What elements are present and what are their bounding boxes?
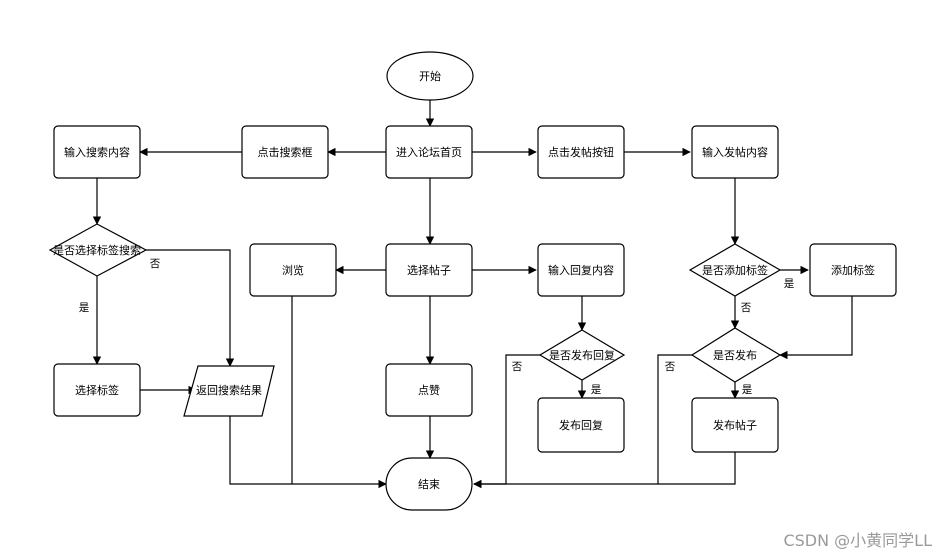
- node-input-post-label: 输入发帖内容: [702, 145, 768, 159]
- node-add-tag-label: 添加标签: [831, 263, 875, 277]
- node-browse: [249, 243, 337, 297]
- node-like: [385, 363, 473, 417]
- node-start-label: 开始: [419, 69, 441, 83]
- node-end: [385, 457, 473, 511]
- node-add-tag-q-label: 是否添加标签: [702, 263, 768, 277]
- label-reply-yes: 是: [591, 384, 602, 396]
- node-publish-reply-label: 发布回复: [559, 418, 603, 432]
- node-input-search-label: 输入搜索内容: [64, 145, 130, 159]
- node-publish-reply: [537, 397, 625, 453]
- nodes: 开始 进入论坛首页 点击搜索框 输入搜索内容 点击发帖按钮 输入发帖内容 是否选…: [48, 51, 897, 511]
- node-click-search-box-label: 点击搜索框: [258, 145, 313, 159]
- node-like-label: 点赞: [418, 384, 440, 397]
- node-publish-decision: [690, 327, 782, 383]
- label-tag-search-no: 否: [150, 258, 161, 270]
- node-click-search-box: [241, 125, 329, 179]
- node-end-label: 结束: [418, 478, 440, 491]
- node-publish-q-label: 是否发布: [713, 348, 757, 362]
- node-browse-label: 浏览: [282, 263, 304, 277]
- node-publish-post: [691, 397, 779, 453]
- label-reply-no: 否: [512, 361, 523, 373]
- node-return-results-label: 返回搜索结果: [196, 383, 262, 397]
- node-start: [386, 51, 474, 101]
- node-choose-tag-label: 选择标签: [75, 383, 119, 397]
- edge-replydiamond-no-to-end: [473, 354, 540, 489]
- label-tag-search-yes: 是: [79, 302, 90, 314]
- node-input-post: [691, 125, 779, 179]
- edge-publish-q-no-to-end: [657, 354, 692, 484]
- node-input-reply: [537, 243, 625, 297]
- label-publish-no: 否: [665, 361, 676, 373]
- node-choose-tag-search-decision: [48, 223, 148, 277]
- node-select-post-label: 选择帖子: [407, 263, 451, 277]
- node-choose-tag: [53, 363, 141, 417]
- watermark: CSDN @小黄同学LL: [783, 531, 932, 550]
- node-input-reply-label: 输入回复内容: [548, 263, 614, 277]
- edge-results-to-end: [229, 416, 387, 489]
- node-choose-tag-search-label: 是否选择标签搜索: [53, 243, 141, 257]
- node-select-post: [385, 243, 473, 297]
- edge-publishpost-to-end: [473, 452, 736, 489]
- node-add-tag-decision: [688, 243, 782, 297]
- edges: [92, 100, 853, 489]
- node-enter-home: [385, 125, 473, 179]
- node-publish-post-label: 发布帖子: [713, 418, 757, 432]
- node-click-post-button-label: 点击发帖按钮: [548, 145, 614, 159]
- label-add-tag-yes: 是: [784, 278, 795, 290]
- node-input-search: [53, 125, 141, 179]
- node-publish-reply-decision: [538, 329, 626, 381]
- node-click-post-button: [537, 125, 625, 179]
- edge-labels: 否 是 否 是 是 否 否 是: [79, 258, 795, 396]
- node-return-results: [183, 365, 275, 417]
- label-publish-yes: 是: [742, 384, 753, 396]
- node-add-tag: [809, 243, 897, 297]
- node-enter-home-label: 进入论坛首页: [396, 145, 462, 159]
- node-publish-reply-q-label: 是否发布回复: [549, 348, 615, 362]
- edge-addtag-to-publish-q: [779, 296, 853, 360]
- label-add-tag-no: 否: [741, 302, 752, 314]
- edge-diamond-no-to-results: [146, 249, 235, 367]
